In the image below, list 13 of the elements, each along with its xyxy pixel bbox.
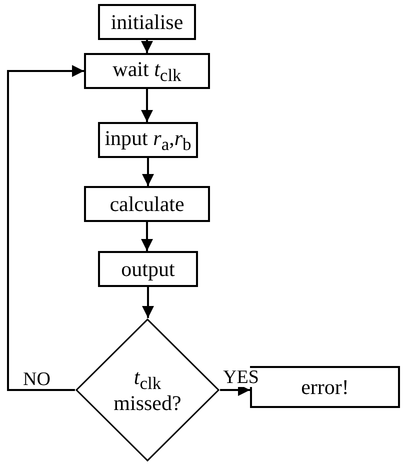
arrow [142,158,154,186]
arrow [141,222,153,251]
arrow [7,65,84,391]
process-box: initialise [98,4,196,40]
process-box: input r$_{a}$,r$_{b}$ [98,122,198,158]
arrow [142,287,154,318]
arrow [141,40,153,53]
edge-label: YES [222,368,260,387]
process-box: output [98,251,198,287]
decision-diamond: t$_{clk}$ missed? [75,318,220,462]
process-box: wait t$_{clk}$ [84,53,210,89]
process-box: calculate [84,186,210,222]
arrow [141,89,153,122]
